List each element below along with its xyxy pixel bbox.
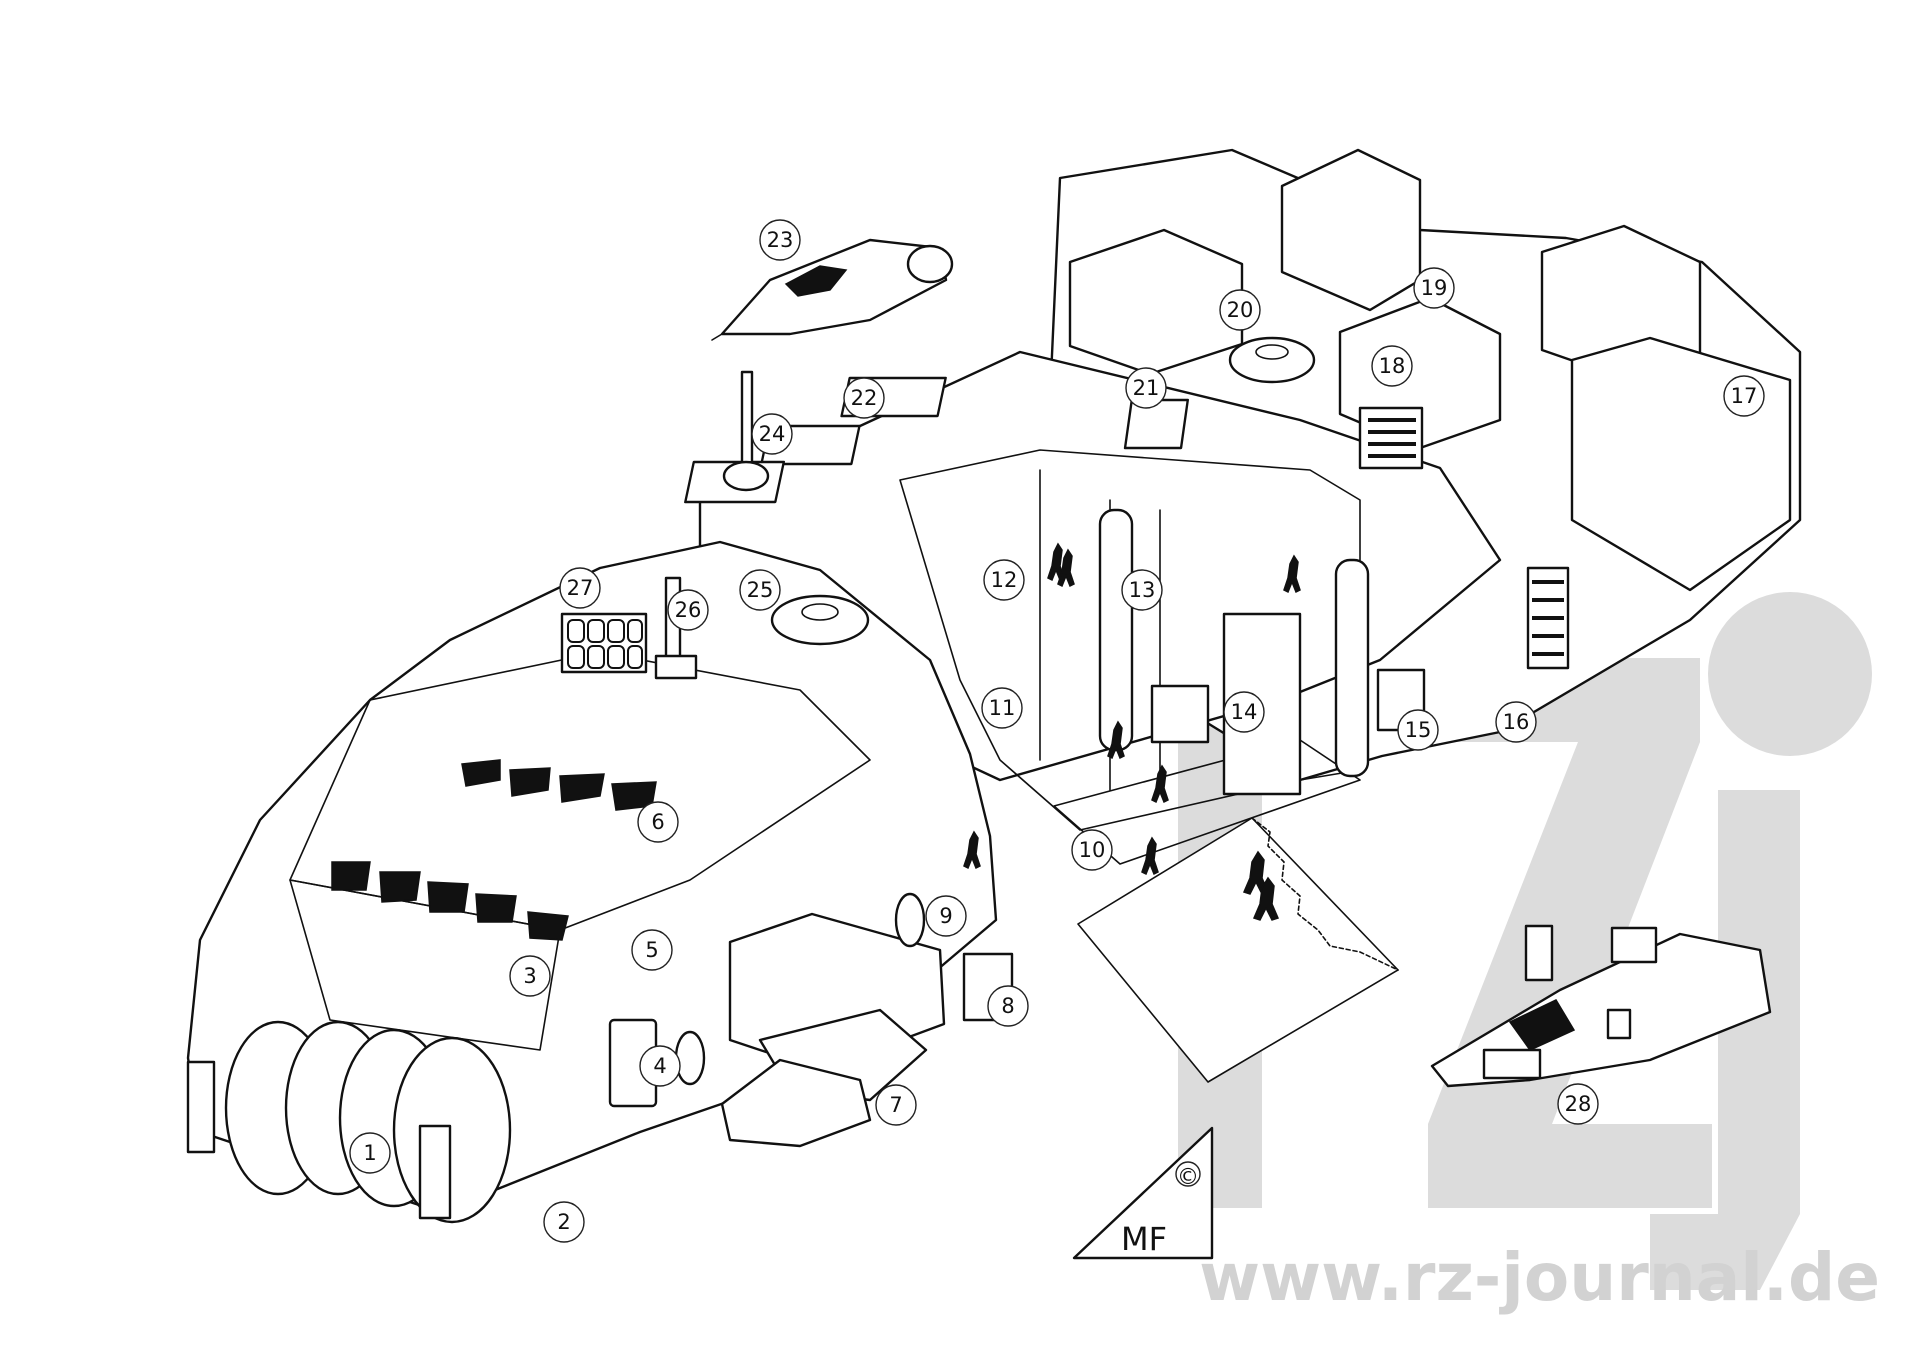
callout-ring — [759, 219, 801, 261]
callout-18: 18 — [1371, 345, 1413, 387]
callout-label: 2 — [557, 1210, 570, 1234]
callout-ring — [1495, 701, 1537, 743]
callout-ring — [1723, 375, 1765, 417]
callout-ring — [875, 1084, 917, 1126]
callout-17: 17 — [1723, 375, 1765, 417]
callout-label: 18 — [1379, 354, 1406, 378]
callout-label: 13 — [1129, 578, 1156, 602]
callout-8: 8 — [987, 985, 1029, 1027]
callout-ring — [1397, 709, 1439, 751]
callout-15: 15 — [1397, 709, 1439, 751]
callout-label: 26 — [675, 598, 702, 622]
artist-signature: © MF — [1072, 1126, 1214, 1260]
callout-label: 21 — [1133, 376, 1160, 400]
callout-ring — [1219, 289, 1261, 331]
callout-ring — [987, 985, 1029, 1027]
watermark-url: www.rz-journal.de — [1199, 1239, 1880, 1316]
callout-label: 23 — [767, 228, 794, 252]
callout-label: 22 — [851, 386, 878, 410]
callout-ring — [543, 1201, 585, 1243]
callout-26: 26 — [667, 589, 709, 631]
callout-16: 16 — [1495, 701, 1537, 743]
callout-12: 12 — [983, 559, 1025, 601]
callout-ring — [1223, 691, 1265, 733]
callout-label: 16 — [1503, 710, 1530, 734]
callout-ring — [739, 569, 781, 611]
callout-ring — [981, 687, 1023, 729]
callout-ring — [1371, 345, 1413, 387]
callout-ring — [1071, 829, 1113, 871]
callout-ring — [925, 895, 967, 937]
callout-27: 27 — [559, 567, 601, 609]
callout-label: 4 — [653, 1054, 666, 1078]
callout-ring — [637, 801, 679, 843]
callout-6: 6 — [637, 801, 679, 843]
callout-label: 20 — [1227, 298, 1254, 322]
callout-13: 13 — [1121, 569, 1163, 611]
callout-label: 10 — [1079, 838, 1106, 862]
callout-19: 19 — [1413, 267, 1455, 309]
callout-ring — [559, 567, 601, 609]
callout-label: 11 — [989, 696, 1016, 720]
callout-23: 23 — [759, 219, 801, 261]
callout-label: 24 — [759, 422, 786, 446]
callout-14: 14 — [1223, 691, 1265, 733]
callout-3: 3 — [509, 955, 551, 997]
callout-7: 7 — [875, 1084, 917, 1126]
callout-1: 1 — [349, 1132, 391, 1174]
callout-5: 5 — [631, 929, 673, 971]
callout-20: 20 — [1219, 289, 1261, 331]
fighter-craft — [711, 238, 954, 341]
callout-label: 12 — [991, 568, 1018, 592]
landing-shuttle — [1430, 924, 1772, 1088]
callout-25: 25 — [739, 569, 781, 611]
callout-label: 27 — [567, 576, 594, 600]
callout-ring — [631, 929, 673, 971]
copyright-symbol: © — [1177, 1165, 1199, 1190]
callout-label: 3 — [523, 964, 536, 988]
callout-ring — [843, 377, 885, 419]
callout-label: 8 — [1001, 994, 1014, 1018]
callout-label: 5 — [645, 938, 658, 962]
callout-ring — [1413, 267, 1455, 309]
callout-11: 11 — [981, 687, 1023, 729]
callout-ring — [667, 589, 709, 631]
callout-28: 28 — [1557, 1083, 1599, 1125]
callout-10: 10 — [1071, 829, 1113, 871]
callout-label: 28 — [1565, 1092, 1592, 1116]
callout-label: 25 — [747, 578, 774, 602]
callout-label: 17 — [1731, 384, 1758, 408]
callout-22: 22 — [843, 377, 885, 419]
callout-label: 14 — [1231, 700, 1258, 724]
callout-9: 9 — [925, 895, 967, 937]
callout-ring — [1121, 569, 1163, 611]
callout-ring — [509, 955, 551, 997]
callout-ring — [1125, 367, 1167, 409]
loading-ramp — [1077, 817, 1399, 1083]
callout-label: 1 — [363, 1141, 376, 1165]
callout-label: 19 — [1421, 276, 1448, 300]
callout-label: 7 — [889, 1093, 902, 1117]
callout-label: 9 — [939, 904, 952, 928]
callout-2: 2 — [543, 1201, 585, 1243]
callout-ring — [751, 413, 793, 455]
callout-ring — [639, 1045, 681, 1087]
callout-label: 6 — [651, 810, 664, 834]
callout-21: 21 — [1125, 367, 1167, 409]
callout-ring — [1557, 1083, 1599, 1125]
callout-4: 4 — [639, 1045, 681, 1087]
callout-24: 24 — [751, 413, 793, 455]
artist-initials: MF — [1121, 1220, 1167, 1258]
callout-ring — [349, 1132, 391, 1174]
callout-label: 15 — [1405, 718, 1432, 742]
callout-ring — [983, 559, 1025, 601]
